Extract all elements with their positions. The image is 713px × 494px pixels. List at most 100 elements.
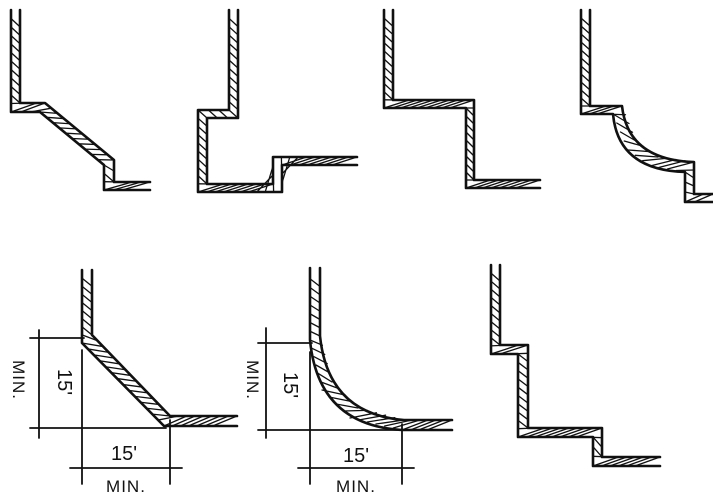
hatch-stroke bbox=[228, 76, 239, 86]
fig6-vertical-dimension: 15' bbox=[279, 372, 301, 398]
hatch-stroke bbox=[71, 137, 90, 140]
hatch-stroke bbox=[52, 121, 71, 125]
hatch-stroke bbox=[309, 339, 324, 346]
hatch-stroke bbox=[39, 111, 59, 115]
hatch-stroke bbox=[465, 107, 475, 117]
hatch-stroke bbox=[490, 280, 501, 290]
hatch-stroke bbox=[207, 109, 218, 119]
hatch-stroke bbox=[197, 174, 208, 185]
hatch-stroke bbox=[45, 116, 65, 120]
hatch-stroke bbox=[58, 127, 78, 130]
hatch-stroke bbox=[10, 102, 38, 113]
hatch-stroke bbox=[315, 364, 331, 374]
hatch-stroke bbox=[81, 326, 93, 336]
fig6-horizontal-dimension: 15' bbox=[343, 445, 369, 467]
hatch-stroke bbox=[321, 389, 346, 396]
hatch-stroke bbox=[171, 415, 196, 427]
hatch-stroke bbox=[383, 42, 394, 52]
hatch-stroke bbox=[499, 344, 529, 355]
hatch-stroke bbox=[567, 427, 595, 438]
hatch-stroke bbox=[432, 99, 459, 109]
hatch-stroke bbox=[10, 51, 21, 62]
hatch-stroke bbox=[514, 179, 541, 189]
hatch-stroke bbox=[309, 278, 321, 288]
hatch-stroke bbox=[580, 57, 591, 67]
hatch-stroke bbox=[580, 81, 591, 91]
hatch-stroke bbox=[407, 99, 435, 109]
hatch-stroke bbox=[103, 164, 115, 172]
hatch-stroke bbox=[588, 105, 615, 115]
hatch-stroke bbox=[424, 99, 451, 109]
hatch-stroke bbox=[110, 371, 132, 377]
hatch-stroke bbox=[313, 356, 328, 365]
hatch-stroke bbox=[675, 169, 695, 172]
hatch-stroke bbox=[179, 415, 205, 427]
hatch-stroke bbox=[642, 157, 668, 162]
hatch-stroke bbox=[658, 160, 686, 169]
hatch-stroke bbox=[625, 456, 653, 467]
hatch-stroke bbox=[383, 17, 394, 28]
hatch-stroke bbox=[383, 58, 394, 68]
hatch-stroke bbox=[309, 295, 321, 304]
hatch-stroke bbox=[197, 109, 208, 119]
hatch-stroke bbox=[212, 415, 238, 427]
hatch-stroke bbox=[298, 156, 325, 166]
hatch-stroke bbox=[596, 105, 623, 115]
hatch-stroke bbox=[222, 183, 249, 193]
hatch-stroke bbox=[228, 17, 239, 28]
hatch-stroke bbox=[517, 419, 529, 429]
wall-profile-step bbox=[382, 8, 542, 190]
hatch-stroke bbox=[228, 67, 239, 78]
hatch-stroke bbox=[10, 85, 21, 96]
hatch-stroke bbox=[358, 414, 387, 421]
fig5-vertical-min-label: MIN. bbox=[9, 360, 28, 400]
fig6-horizontal-min-label: MIN. bbox=[336, 477, 376, 494]
hatch-stroke bbox=[383, 82, 394, 93]
hatch-stroke bbox=[693, 193, 713, 203]
hatch-stroke bbox=[592, 455, 611, 458]
hatch-stroke bbox=[481, 179, 508, 189]
hatch-stroke bbox=[309, 304, 321, 312]
hatch-stroke bbox=[465, 155, 475, 165]
hatch-stroke bbox=[580, 25, 591, 35]
hatch-stroke bbox=[10, 60, 21, 70]
hatch-stroke bbox=[517, 427, 537, 430]
hatch-stroke bbox=[473, 179, 500, 189]
hatch-stroke bbox=[490, 304, 501, 314]
hatch-stroke bbox=[205, 183, 233, 193]
hatch-stroke bbox=[163, 415, 188, 427]
hatch-stroke bbox=[600, 456, 628, 467]
hatch-stroke bbox=[612, 113, 630, 125]
hatch-stroke bbox=[139, 401, 160, 406]
hatch-stroke bbox=[10, 43, 21, 53]
hatch-stroke bbox=[580, 73, 591, 83]
hatch-stroke bbox=[197, 150, 208, 160]
hatch-stroke bbox=[627, 149, 652, 153]
hatch-stroke bbox=[10, 102, 29, 105]
hatch-stroke bbox=[623, 140, 644, 147]
hatch-stroke bbox=[575, 427, 603, 438]
hatch-stroke bbox=[580, 49, 591, 59]
hatch-stroke bbox=[323, 156, 350, 166]
hatch-stroke bbox=[157, 415, 180, 421]
hatch-stroke bbox=[465, 123, 475, 133]
hatch-stroke bbox=[103, 181, 133, 191]
hatch-stroke bbox=[383, 25, 394, 36]
hatch-stroke bbox=[609, 456, 636, 467]
hatch-stroke bbox=[203, 415, 230, 427]
hatch-stroke bbox=[634, 154, 659, 158]
hatch-stroke bbox=[335, 403, 359, 409]
hatch-stroke bbox=[121, 181, 151, 191]
hatch-stroke bbox=[64, 132, 84, 135]
hatch-stroke bbox=[10, 94, 21, 104]
hatch-stroke bbox=[448, 99, 475, 109]
hatch-stroke bbox=[10, 17, 21, 28]
hatch-stroke bbox=[684, 181, 695, 187]
hatch-stroke bbox=[580, 89, 591, 99]
hatch-stroke bbox=[383, 91, 394, 101]
hatch-stroke bbox=[580, 105, 607, 115]
hatch-stroke bbox=[145, 407, 166, 411]
hatch-stroke bbox=[214, 183, 241, 193]
hatch-stroke bbox=[418, 419, 445, 431]
